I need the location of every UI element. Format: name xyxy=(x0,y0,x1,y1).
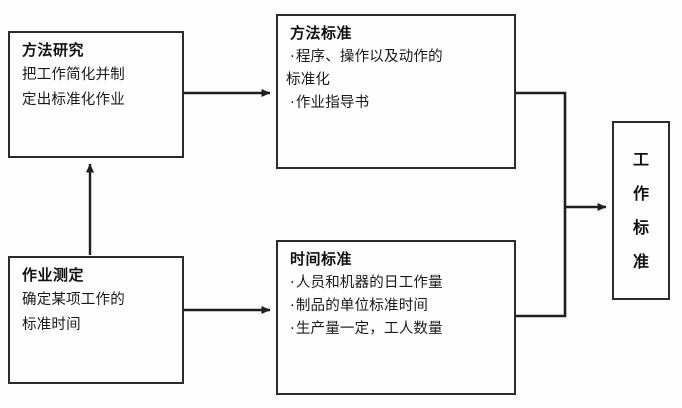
bullet-item: ·程序、操作以及动作的 xyxy=(290,47,504,68)
bullet-dot-icon: · xyxy=(290,320,295,337)
bullet-dot-icon: · xyxy=(290,297,295,314)
bullet-text: 人员和机器的日工作量 xyxy=(295,274,443,291)
node-work-standard-content: 工 作 标 准 xyxy=(614,123,668,298)
node-method-study-body: 把工作简化并制 定出标准化作业 xyxy=(22,64,172,112)
bullet-wrap-text: 标准化 xyxy=(286,71,331,88)
bullet-item: ·人员和机器的日工作量 xyxy=(290,273,504,294)
node-work-standard-char-4: 准 xyxy=(632,251,649,271)
node-method-study-content: 方法研究 把工作简化并制 定出标准化作业 xyxy=(10,33,182,156)
bullet-text: 生产量一定，工人数量 xyxy=(295,320,443,337)
node-method-study-line-1: 把工作简化并制 xyxy=(22,66,125,83)
bullet-text: 程序、操作以及动作的 xyxy=(295,48,443,65)
node-work-standard-char-1: 工 xyxy=(632,149,649,169)
node-work-measurement-line-2: 标准时间 xyxy=(22,317,81,334)
node-method-standard-content: 方法标准 ·程序、操作以及动作的 标准化 ·作业指导书 xyxy=(278,16,514,167)
node-method-study-title: 方法研究 xyxy=(22,41,85,59)
bullet-dot-icon: · xyxy=(290,274,295,291)
bullet-item: ·制品的单位标准时间 xyxy=(290,296,504,317)
node-time-standard-title: 时间标准 xyxy=(290,250,353,268)
node-work-standard-char-2: 作 xyxy=(632,183,649,203)
node-work-measurement-content: 作业测定 确定某项工作的 标准时间 xyxy=(10,258,182,382)
node-work-measurement-line-1: 确定某项工作的 xyxy=(22,291,125,308)
bullet-item: ·作业指导书 xyxy=(290,93,504,114)
bullet-dot-icon: · xyxy=(290,94,295,111)
node-work-standard-char-3: 标 xyxy=(632,217,649,237)
node-method-standard: 方法标准 ·程序、操作以及动作的 标准化 ·作业指导书 xyxy=(276,14,516,169)
node-work-standard: 工 作 标 准 xyxy=(612,121,670,300)
node-work-measurement: 作业测定 确定某项工作的 标准时间 xyxy=(8,256,184,384)
bullet-item: ·生产量一定，工人数量 xyxy=(290,319,504,340)
bullet-text: 制品的单位标准时间 xyxy=(295,297,429,314)
node-time-standard-content: 时间标准 ·人员和机器的日工作量 ·制品的单位标准时间 ·生产量一定，工人数量 xyxy=(278,242,514,393)
node-work-measurement-body: 确定某项工作的 标准时间 xyxy=(22,289,172,337)
node-method-study: 方法研究 把工作简化并制 定出标准化作业 xyxy=(8,31,184,158)
node-method-study-line-2: 定出标准化作业 xyxy=(22,92,125,109)
node-time-standard: 时间标准 ·人员和机器的日工作量 ·制品的单位标准时间 ·生产量一定，工人数量 xyxy=(276,240,516,395)
node-method-standard-bullets: ·程序、操作以及动作的 标准化 ·作业指导书 xyxy=(286,47,504,114)
bullet-dot-icon: · xyxy=(290,48,295,65)
bullet-text: 作业指导书 xyxy=(295,94,370,111)
node-method-standard-title: 方法标准 xyxy=(290,24,353,42)
node-time-standard-bullets: ·人员和机器的日工作量 ·制品的单位标准时间 ·生产量一定，工人数量 xyxy=(290,273,504,340)
bus-line-to-work-standard xyxy=(516,91,567,318)
node-work-measurement-title: 作业测定 xyxy=(22,266,85,284)
